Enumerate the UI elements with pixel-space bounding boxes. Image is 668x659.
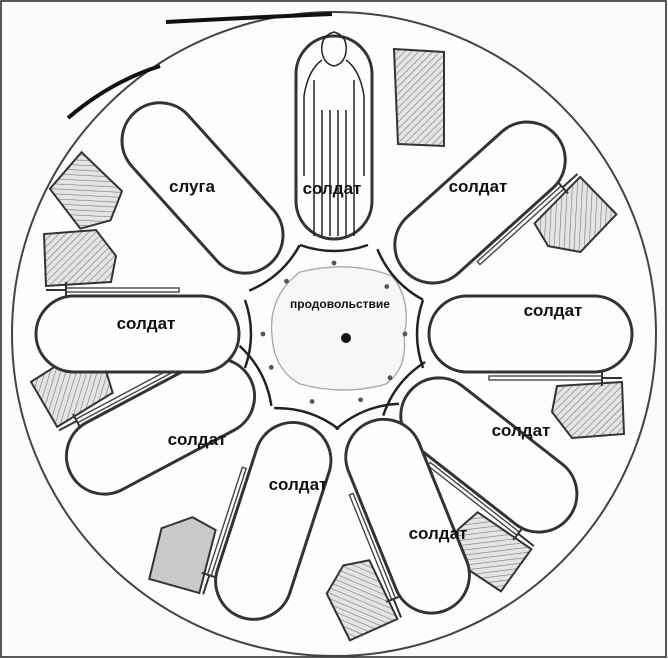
sword [66,288,179,292]
bed-label: солдат [168,430,227,449]
bed-label: солдат [492,421,551,440]
sword [489,376,602,380]
bed-label: солдат [117,314,176,333]
marker-dot [332,261,337,266]
food-label: продовольствие [290,297,390,311]
tent-pole [341,333,351,343]
bed [36,296,239,372]
bed-label: солдат [269,475,328,494]
bed-label: солдат [409,524,468,543]
shield [394,49,444,146]
marker-dot [403,332,408,337]
bed-label: солдат [303,179,362,198]
bed-label: солдат [449,177,508,196]
bed-label: солдат [524,301,583,320]
marker-dot [261,332,266,337]
bed-label: слуга [169,177,216,196]
